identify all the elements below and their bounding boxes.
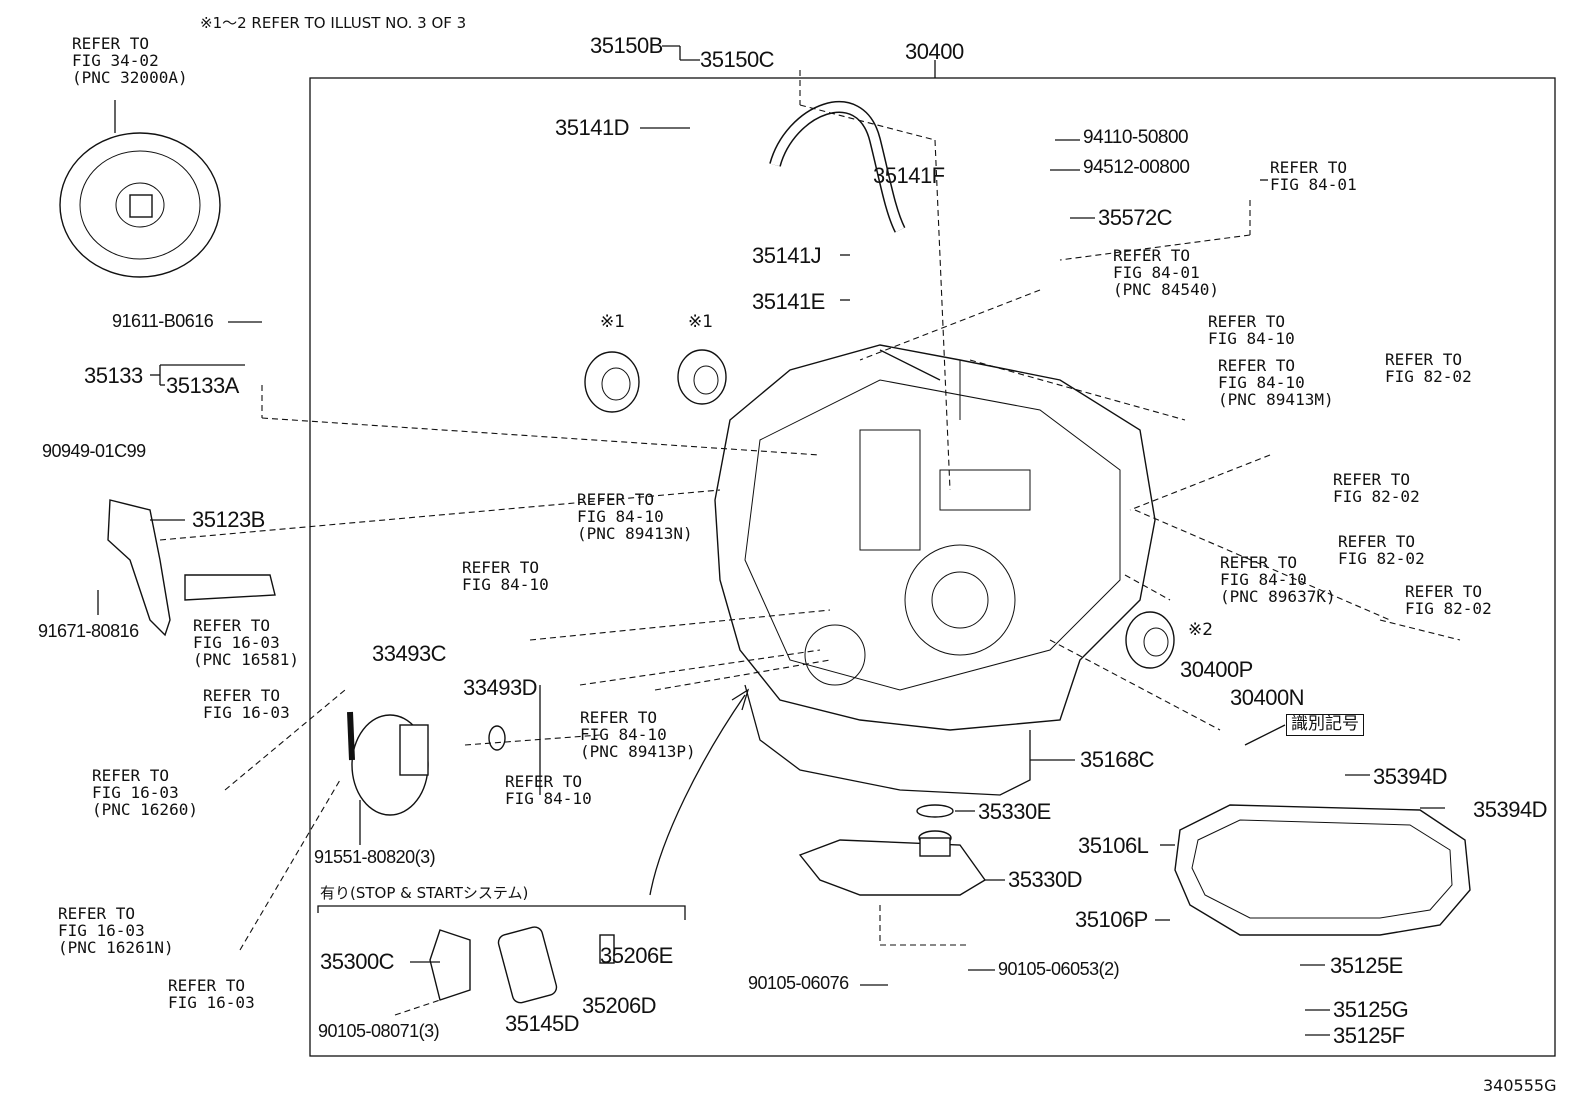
refer-to-link[interactable]: REFER TO FIG 16-03 (PNC 16260): [92, 766, 198, 819]
part-label[interactable]: 90949-01C99: [42, 441, 146, 461]
torque-converter-illustration: [59, 100, 221, 278]
part-label[interactable]: 35125G: [1333, 997, 1409, 1022]
part-label[interactable]: 35141E: [752, 289, 825, 314]
refer-to-link[interactable]: REFER TO FIG 34-02 (PNC 32000A): [72, 34, 188, 87]
part-label[interactable]: 91551-80820(3): [314, 847, 436, 867]
pump-35300C: [429, 929, 471, 1001]
cover-35145D: [497, 926, 558, 1004]
part-label[interactable]: 35133A: [166, 373, 239, 398]
part-label[interactable]: 30400N: [1230, 685, 1305, 710]
refer-to-link[interactable]: REFER TO FIG 84-10: [1208, 312, 1295, 348]
install-arrow: [649, 694, 746, 896]
part-label[interactable]: 35141J: [752, 243, 822, 268]
refer-to-link[interactable]: REFER TO FIG 84-01 (PNC 84540): [1113, 246, 1219, 299]
part-label[interactable]: 35394D: [1373, 764, 1448, 789]
part-label[interactable]: 35330E: [978, 799, 1051, 824]
refer-to-link[interactable]: REFER TO FIG 16-03 (PNC 16581): [193, 616, 299, 669]
bracket-35123B: [107, 499, 171, 637]
gasket-35168C: [744, 684, 1031, 796]
part-label[interactable]: 35572C: [1098, 205, 1173, 230]
part-label[interactable]: 35106P: [1075, 907, 1148, 932]
diagram-id: 340555G: [1483, 1076, 1557, 1095]
part-label[interactable]: 35133: [84, 363, 143, 388]
o-ring-33493D: [488, 725, 506, 751]
refer-to-link[interactable]: REFER TO FIG 16-03 (PNC 16261N): [58, 904, 174, 957]
part-label[interactable]: 35145D: [505, 1011, 580, 1036]
part-label[interactable]: 94512-00800: [1083, 157, 1190, 178]
transaxle-body-illustration: [714, 344, 1156, 731]
part-label[interactable]: 35123B: [192, 507, 265, 532]
refer-to-link[interactable]: REFER TO FIG 16-03: [168, 976, 255, 1012]
part-label[interactable]: 35125F: [1333, 1023, 1405, 1048]
part-label[interactable]: 35206E: [600, 943, 673, 968]
refer-to-link[interactable]: REFER TO FIG 84-01: [1270, 158, 1357, 194]
part-label[interactable]: 35206D: [582, 993, 657, 1018]
refer-to-link[interactable]: REFER TO FIG 84-10 (PNC 89413P): [580, 708, 696, 761]
oil-seal-left: [584, 351, 640, 413]
part-label[interactable]: 35141D: [555, 115, 630, 140]
refer-to-link[interactable]: REFER TO FIG 84-10: [505, 772, 592, 808]
part-label[interactable]: 91611-B0616: [112, 311, 214, 331]
part-label[interactable]: 90105-06053(2): [998, 959, 1120, 979]
refer-to-link[interactable]: REFER TO FIG 82-02: [1333, 470, 1420, 506]
oil-pan-illustration: [1174, 804, 1471, 936]
refer-to-link[interactable]: REFER TO FIG 84-10: [462, 558, 549, 594]
part-label[interactable]: 33493D: [463, 675, 538, 700]
refer-to-link[interactable]: REFER TO FIG 16-03: [203, 686, 290, 722]
part-label[interactable]: 35125E: [1330, 953, 1403, 978]
part-label[interactable]: 35150C: [700, 47, 775, 72]
seal-note: ※1: [688, 312, 714, 332]
refer-to-link[interactable]: REFER TO FIG 82-02: [1405, 582, 1492, 618]
part-label[interactable]: 35300C: [320, 949, 395, 974]
pump-33493C-illustration: [347, 711, 429, 816]
header-note: ※1～2 REFER TO ILLUST NO. 3 OF 3: [200, 14, 467, 32]
refer-to-link[interactable]: REFER TO FIG 82-02: [1385, 350, 1472, 386]
part-label[interactable]: 35168C: [1080, 747, 1155, 772]
part-label[interactable]: 35150B: [590, 33, 663, 58]
part-label[interactable]: 33493C: [372, 641, 447, 666]
subgroup-label: 有り(STOP & STARTシステム): [320, 884, 529, 902]
seal-note: ※2: [1188, 620, 1214, 640]
oil-seal-star2: [1125, 611, 1175, 669]
part-label[interactable]: 35141F: [873, 163, 945, 188]
clamp-illustration: [184, 574, 276, 601]
plug-35206D: [599, 934, 615, 964]
o-ring-35330E: [916, 804, 954, 818]
part-label[interactable]: 91671-80816: [38, 621, 139, 641]
part-label[interactable]: 30400: [905, 39, 964, 64]
part-label[interactable]: 35330D: [1008, 867, 1083, 892]
part-label[interactable]: 90105-08071(3): [318, 1021, 440, 1041]
part-label[interactable]: 35106L: [1078, 833, 1149, 858]
refer-to-link[interactable]: REFER TO FIG 82-02: [1338, 532, 1425, 568]
part-label[interactable]: 90105-06076: [748, 973, 849, 993]
refer-to-link[interactable]: REFER TO FIG 84-10 (PNC 89637K): [1220, 553, 1336, 606]
part-label[interactable]: 30400P: [1180, 657, 1253, 682]
refer-to-link[interactable]: REFER TO FIG 84-10 (PNC 89413M): [1218, 356, 1334, 409]
part-label[interactable]: 94110-50800: [1083, 127, 1189, 148]
seal-note: ※1: [600, 312, 626, 332]
refer-to-link[interactable]: REFER TO FIG 84-10 (PNC 89413N): [577, 490, 693, 543]
oil-strainer-illustration: [798, 830, 987, 896]
subgroup-bracket: [317, 905, 686, 920]
assembly-frame: [309, 77, 1556, 1057]
part-label[interactable]: 35394D: [1473, 797, 1548, 822]
id-mark-label: 識別記号: [1286, 714, 1364, 736]
oil-seal-right: [677, 349, 727, 405]
